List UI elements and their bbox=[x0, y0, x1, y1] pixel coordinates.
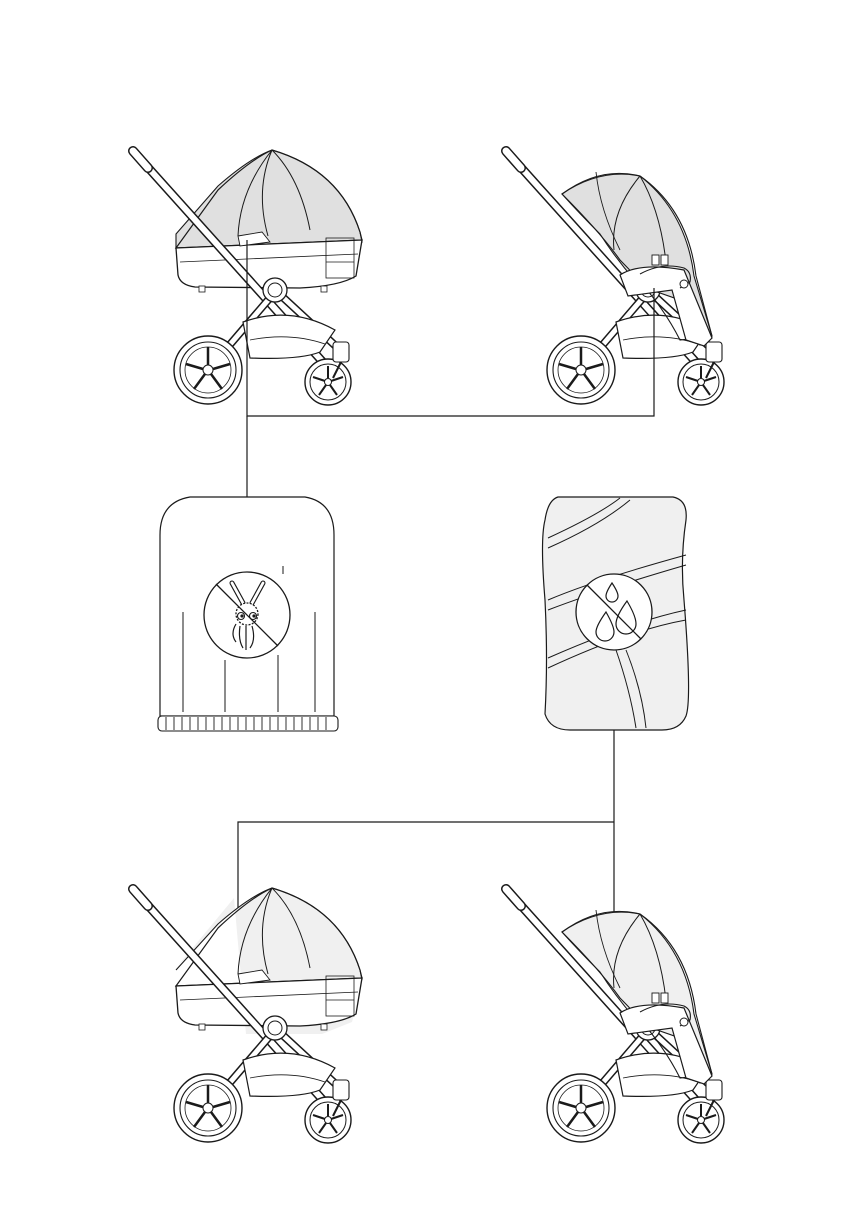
no-insects-icon bbox=[204, 572, 290, 658]
connector-lines-bottom bbox=[238, 730, 614, 912]
mosquito-net-accessory bbox=[158, 497, 338, 731]
stroller-carrycot-rain-figure bbox=[133, 888, 362, 1143]
no-rain-icon bbox=[576, 574, 652, 650]
rain-cover-accessory bbox=[543, 497, 689, 730]
net-fringe bbox=[166, 717, 326, 730]
